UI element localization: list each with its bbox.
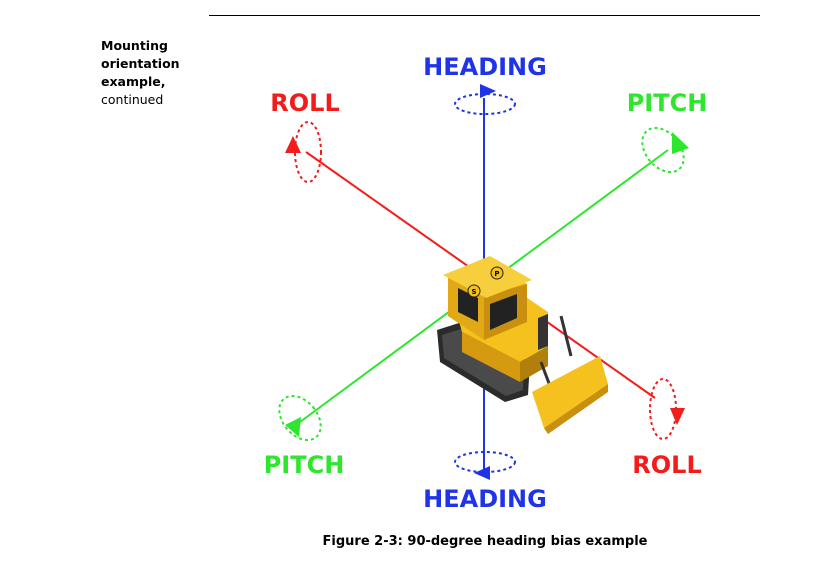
bulldozer-icon <box>437 256 608 434</box>
roll-rotation-top-icon <box>285 121 322 183</box>
pitch-rotation-bottom-icon <box>278 394 322 442</box>
side-heading-line-3: example, <box>101 74 166 89</box>
side-heading-line-2: orientation <box>101 56 180 71</box>
side-heading: Mounting orientation example, continued <box>101 37 201 109</box>
side-heading-continued: continued <box>101 92 164 107</box>
side-heading-line-1: Mounting <box>101 38 168 53</box>
roll-top-label: ROLL <box>270 89 339 117</box>
sensor-marker-s: S <box>471 288 476 296</box>
heading-rotation-top-icon <box>454 84 516 115</box>
header-rule <box>209 15 760 16</box>
pitch-top-label: PITCH <box>627 89 708 117</box>
heading-top-label: HEADING <box>423 53 547 81</box>
roll-rotation-bottom-icon <box>649 378 685 440</box>
figure-caption: Figure 2-3: 90-degree heading bias examp… <box>322 534 648 549</box>
pitch-rotation-top-icon <box>641 126 689 174</box>
heading-bottom-label: HEADING <box>423 485 547 513</box>
roll-bottom-label: ROLL <box>632 451 701 479</box>
heading-rotation-bottom-icon <box>454 451 516 480</box>
sensor-marker-p: P <box>494 270 499 278</box>
pitch-bottom-label: PITCH <box>264 451 345 479</box>
